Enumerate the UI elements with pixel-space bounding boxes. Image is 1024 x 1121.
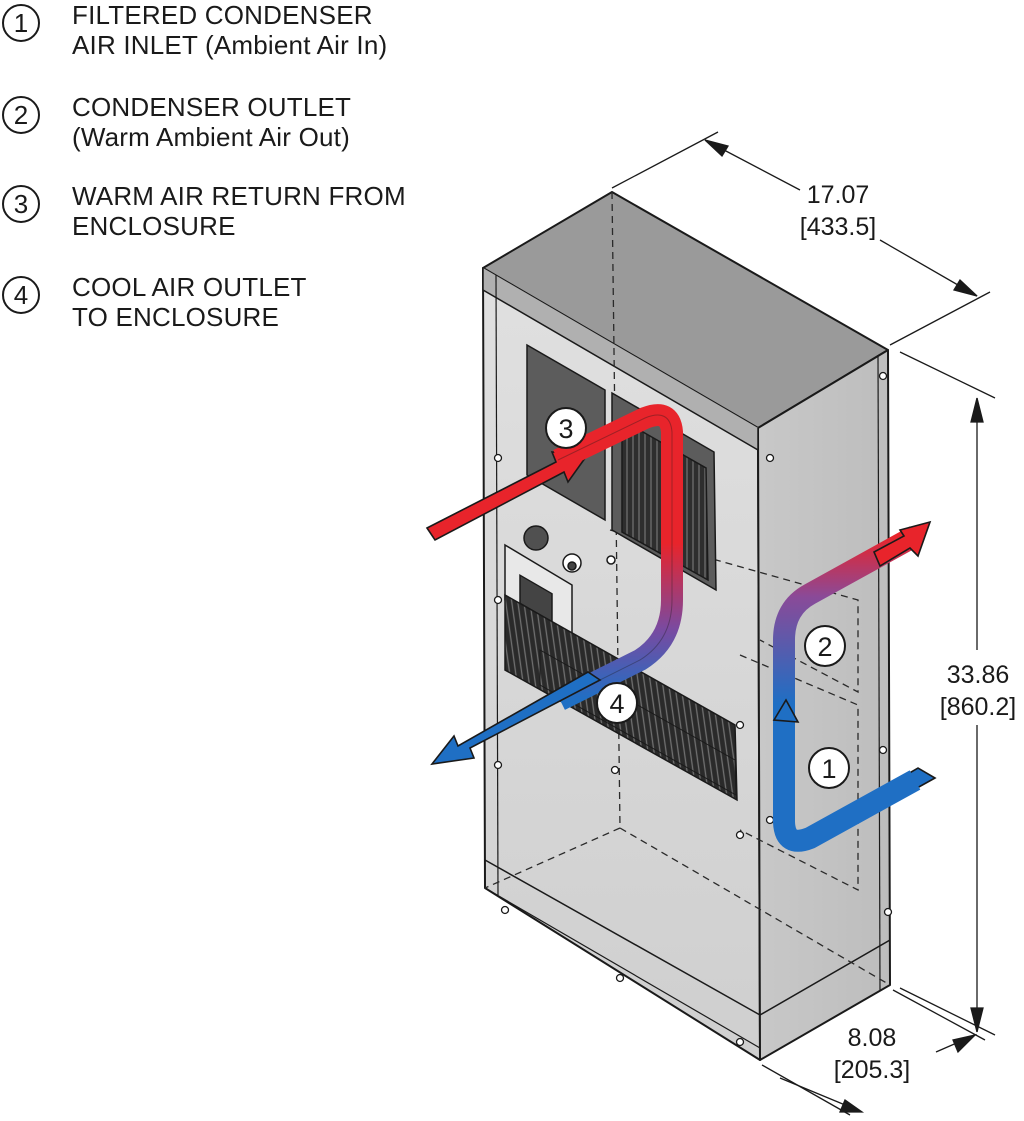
svg-text:2: 2 [817,632,832,662]
callout-1: 1 [808,747,850,789]
svg-text:1: 1 [821,754,836,784]
legend-text-1: FILTERED CONDENSER AIR INLET (Ambient Ai… [72,0,388,60]
svg-text:4: 4 [609,689,624,719]
depth-dimension-metric: [205.3] [834,1056,910,1084]
legend-item-1: 1 FILTERED CONDENSER AIR INLET (Ambient … [0,0,387,60]
legend-number-1: 1 [2,4,40,42]
legend-number-2: 2 [2,96,40,134]
warm-return-pipe [553,404,683,710]
legend-text-2: CONDENSER OUTLET (Warm Ambient Air Out) [72,92,352,152]
svg-text:3: 3 [558,414,573,444]
callout-2: 2 [804,625,846,667]
enclosure-airflow-arrow [425,404,683,766]
warm-return-arrow [425,451,590,542]
dimension-depth [761,989,986,1116]
callout-4: 4 [596,682,638,724]
legend-number-3: 3 [2,185,40,223]
cool-outlet-arrow [430,671,602,766]
legend-text-4: COOL AIR OUTLET TO ENCLOSURE [72,272,307,332]
height-dimension-value: 33.86 [947,661,1010,689]
width-dimension-metric: [433.5] [800,213,876,241]
dimension-width [611,131,991,346]
condenser-airflow-arrow [772,520,937,852]
condenser-pipe [773,526,921,852]
dimension-height [899,351,996,1036]
depth-dimension-value: 8.08 [848,1024,897,1052]
legend: 1 FILTERED CONDENSER AIR INLET (Ambient … [0,0,480,340]
width-dimension-value: 17.07 [807,181,870,209]
warm-outlet-arrow [872,520,932,568]
legend-text-3: WARM AIR RETURN FROM ENCLOSURE [72,181,406,241]
legend-item-3: 3 WARM AIR RETURN FROM ENCLOSURE [0,181,406,241]
legend-number-4: 4 [2,276,40,314]
height-dimension-metric: [860.2] [940,693,1016,721]
legend-item-2: 2 CONDENSER OUTLET (Warm Ambient Air Out… [0,92,351,152]
mounting-holes [493,371,893,1047]
legend-item-4: 4 COOL AIR OUTLET TO ENCLOSURE [0,272,307,332]
callout-3: 3 [545,407,587,449]
